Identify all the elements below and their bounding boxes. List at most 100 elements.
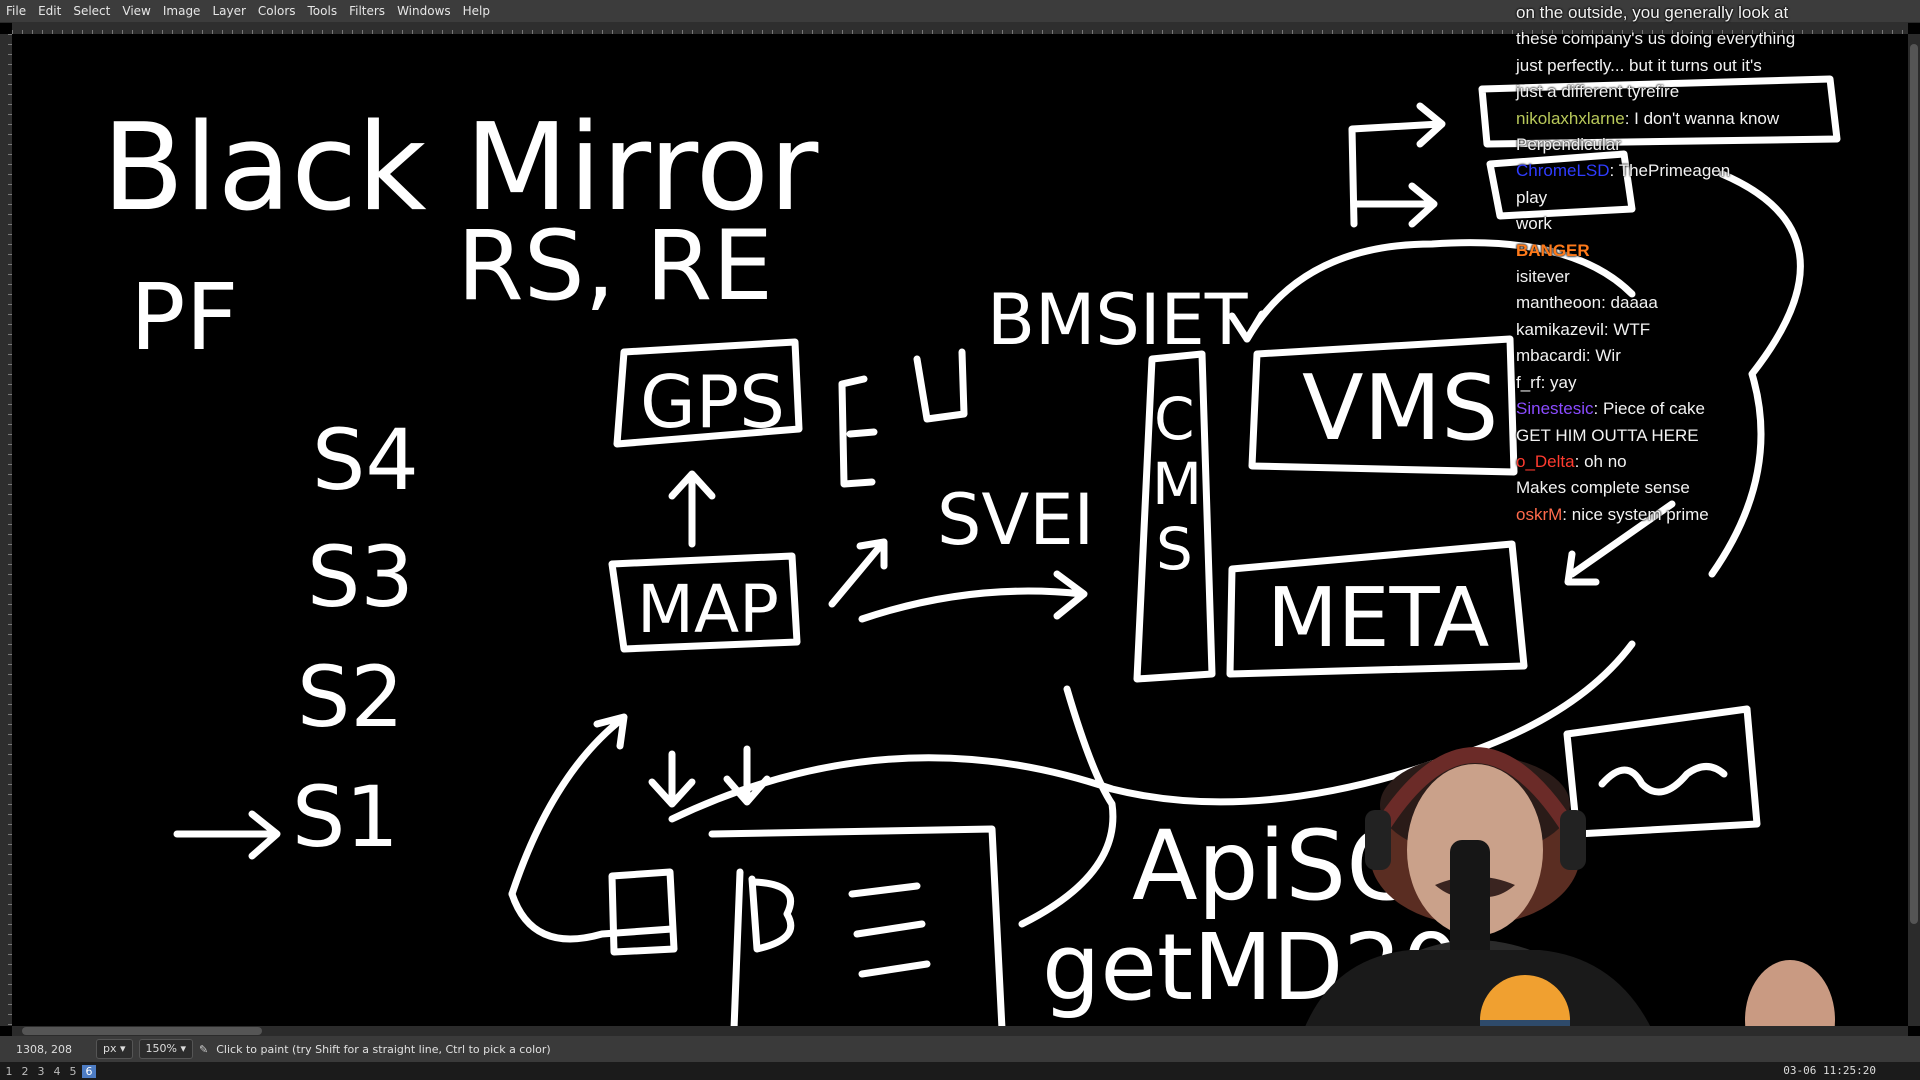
menu-select[interactable]: Select [73, 4, 111, 18]
chat-text: just perfectly... but it turns out it's [1516, 55, 1762, 75]
vertical-ruler[interactable] [0, 34, 12, 1026]
chat-text: I don't wanna know [1634, 108, 1780, 128]
chat-text: Piece of cake [1602, 399, 1705, 419]
menu-image[interactable]: Image [162, 4, 201, 18]
chat-message: play [1516, 185, 1896, 211]
chat-message: ChromeLSD: ThePrimeagen [1516, 161, 1731, 181]
workspace-3[interactable]: 3 [37, 1064, 45, 1078]
chevron-down-icon: ▾ [180, 1042, 187, 1055]
menu-view[interactable]: View [122, 4, 151, 18]
vertical-scrollbar[interactable] [1908, 34, 1920, 1026]
be-box [708, 825, 1006, 1026]
loop-vms [1243, 239, 1636, 343]
label-s1: S1 [292, 768, 399, 866]
arrow-down-1 [648, 750, 696, 808]
top-box [1478, 75, 1841, 148]
menu-filters[interactable]: Filters [349, 4, 386, 18]
chat-text: oh no [1584, 451, 1627, 471]
workspace-2[interactable]: 2 [21, 1064, 29, 1078]
menu-edit[interactable]: Edit [38, 4, 62, 18]
chat-message: isitever [1516, 264, 1896, 290]
webcam-overlay [1270, 690, 1890, 1080]
status-bar: 1308, 208 px ▾ 150% ▾ ✎ Click to paint (… [0, 1036, 1920, 1062]
gps-box [613, 338, 803, 448]
chat-user: mantheoon [1516, 293, 1602, 313]
label-svei: SVEI [937, 479, 1094, 561]
chat-message: f_rf: yay [1516, 372, 1577, 392]
horizontal-ruler[interactable] [12, 22, 1908, 34]
vms-box [1248, 335, 1518, 476]
menu-colors[interactable]: Colors [257, 4, 296, 18]
zoom-value: 150% [145, 1042, 177, 1055]
vertical-scroll-thumb[interactable] [1910, 44, 1918, 924]
label-bmsiet: BMSIET [987, 279, 1248, 361]
meta-box [1226, 540, 1528, 678]
arrow-top-2 [1353, 182, 1438, 228]
chat-message: kamikazevil: WTF [1516, 319, 1651, 339]
arrow-up-right [828, 538, 888, 608]
workspace-5[interactable]: 5 [69, 1064, 77, 1078]
menu-windows[interactable]: Windows [397, 4, 451, 18]
menu-layer[interactable]: Layer [212, 4, 246, 18]
chat-text: GET HIM OUTTA HERE [1516, 425, 1699, 445]
menu-file[interactable]: File [6, 4, 27, 18]
arrow-svei-cms [858, 570, 1088, 623]
title-black-mirror: Black Mirror [102, 99, 819, 238]
chat-text: these company's us doing everything [1516, 29, 1796, 49]
workspace-4[interactable]: 4 [53, 1064, 61, 1078]
workspace-1[interactable]: 1 [5, 1064, 13, 1078]
menu-help[interactable]: Help [462, 4, 490, 18]
arrow-to-meta [1564, 500, 1676, 586]
label-s4: S4 [312, 411, 419, 509]
chat-text: yay [1550, 372, 1577, 392]
chat-user: o_Delta [1516, 451, 1575, 471]
chat-text: on the outside, you generally look at [1516, 3, 1789, 22]
arrow-map-gps [668, 470, 716, 548]
chat-text: WTF [1613, 319, 1651, 339]
be-lines [848, 882, 931, 978]
label-cms-c: C [1154, 385, 1195, 453]
menu-tools[interactable]: Tools [307, 4, 338, 18]
arrow-up-left [508, 713, 628, 898]
chat-message: BANGER [1516, 238, 1896, 264]
chat-message: nikolaxhxlarne: I don't wanna know [1516, 108, 1780, 128]
chat-user: ChromeLSD [1516, 161, 1610, 181]
label-s2: S2 [297, 648, 404, 746]
label-gps: GPS [640, 360, 785, 444]
arrow-top [1348, 102, 1446, 228]
chat-message: on the outside, you generally look at [1516, 0, 1896, 26]
chat-message: Perpendicular [1516, 132, 1896, 158]
label-pf: PF [130, 264, 238, 371]
chat-text: ThePrimeagen [1618, 161, 1731, 181]
label-s3: S3 [307, 528, 414, 626]
right-curve [1708, 170, 1804, 578]
chat-text: play [1516, 187, 1548, 207]
horizontal-scrollbar[interactable] [12, 1026, 1908, 1036]
chat-text: Makes complete sense [1516, 478, 1690, 498]
chat-user: isitever [1516, 267, 1570, 287]
long-wave [668, 640, 1636, 823]
chat-text: Wir [1595, 346, 1621, 366]
label-vms: VMS [1302, 356, 1498, 461]
chat-message: mantheoon: daaaa [1516, 293, 1658, 313]
horizontal-scroll-thumb[interactable] [22, 1027, 262, 1035]
chat-message: mbacardi: Wir [1516, 346, 1621, 366]
chat-message: GET HIM OUTTA HERE [1516, 423, 1896, 449]
bottom-curve [508, 890, 676, 943]
chat-user: mbacardi [1516, 346, 1586, 366]
chat-message: just a different tyrefire [1516, 79, 1896, 105]
map-box [608, 552, 801, 653]
loop-vms-arrow [1228, 310, 1266, 343]
chat-user: nikolaxhxlarne [1516, 108, 1625, 128]
chevron-down-icon: ▾ [120, 1042, 126, 1055]
chat-message: just perfectly... but it turns out it's [1516, 53, 1896, 79]
cursor-coordinates: 1308, 208 [16, 1042, 72, 1056]
zoom-select[interactable]: 150% ▾ [138, 1039, 194, 1059]
menu-bar: File Edit Select View Image Layer Colors… [0, 0, 1920, 23]
workspace-6[interactable]: 6 [82, 1064, 96, 1078]
paintbrush-icon: ✎ [199, 1042, 209, 1056]
wave [1598, 763, 1728, 796]
unit-select[interactable]: px ▾ [96, 1039, 133, 1059]
chat-user: Sinestesic [1516, 399, 1594, 419]
chat-user: oskrM [1516, 504, 1563, 524]
